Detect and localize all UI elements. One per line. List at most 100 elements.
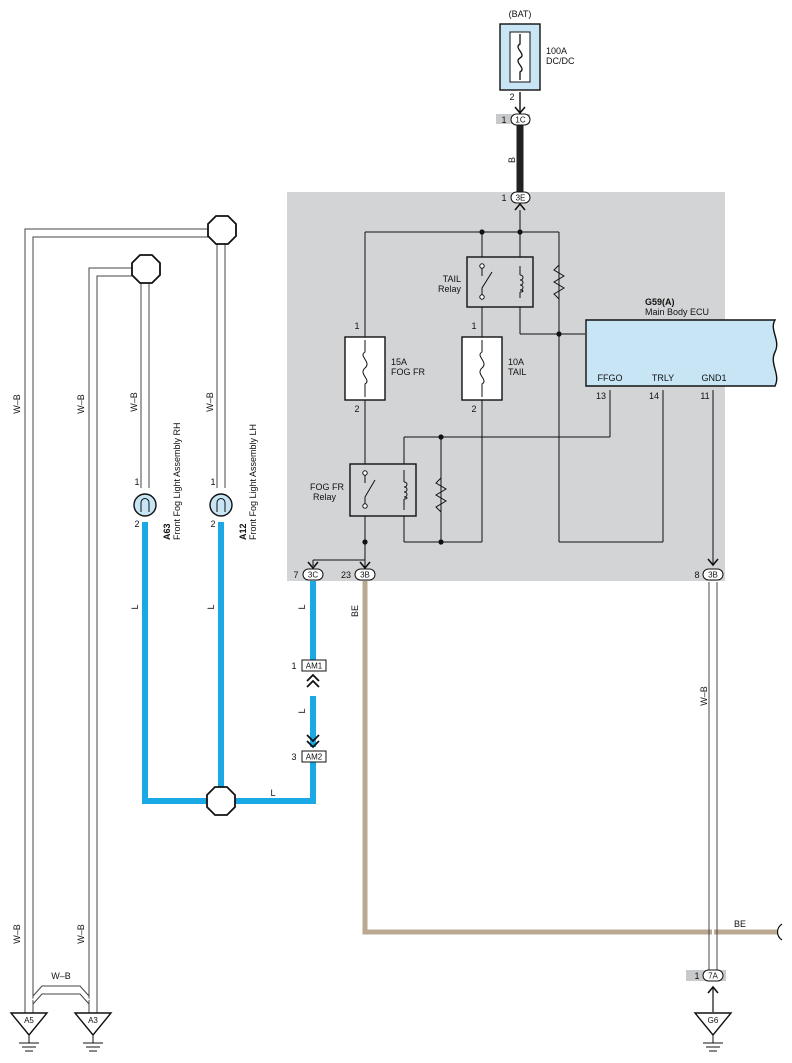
fuse-element-icon [517,34,523,80]
lamp-filament-icon [140,498,150,512]
fog-lamp-rh: 1 2 A63 Front Fog Light Assembly RH [133,422,182,540]
connector-pin: 8 [694,570,699,580]
lamp-code: A12 [238,523,248,540]
connector-id: 3B [708,571,718,580]
main-body-ecu: G59(A) Main Body ECU FFGO TRLY GND1 13 1… [585,297,778,401]
wire-be [362,581,778,935]
pin-number: 2 [509,92,514,102]
wire-color-label: L [297,604,307,609]
pin-number: 1 [471,321,476,331]
ground-a5: A5 [9,1012,49,1052]
pin-number: 1 [134,477,139,487]
connector-3e: 3E 1 [501,191,531,211]
pin-number: 2 [210,519,215,529]
fuse-rating: 10A [508,357,524,367]
fuse-element-icon [479,340,485,397]
connector-pin: 7 [293,570,298,580]
resistor-icon [435,477,447,513]
wire-color-label: L [270,788,275,798]
ecu-pin-name: TRLY [652,373,674,383]
relay-label-line2: Relay [313,492,337,502]
connector-pin: 1 [501,115,506,125]
battery-fuse: (BAT) 100A DC/DC 2 [499,9,575,102]
connector-id: 3B [360,571,370,580]
ecu-pin-number: 14 [649,391,659,401]
connector-3b-be: 3B 23 [341,568,376,581]
wire-color-label: W–B [205,392,215,412]
lamp-name: Front Fog Light Assembly RH [172,422,182,540]
ecu-pin-name: FFGO [598,373,623,383]
connector-am1: AM1 1 [291,659,327,688]
junction-internal-wiring [312,210,714,567]
battery-fuse-name: DC/DC [546,56,575,66]
connector-id: AM1 [306,662,323,671]
relay-coil-icon [403,481,408,500]
relay-label-line2: Relay [438,284,462,294]
splice-points [131,215,237,816]
ecu-pin-number: 11 [700,391,709,401]
connector-id: AM2 [306,753,323,762]
connector-7a: 7A 1 [686,969,726,1012]
wire-color-label: W–B [699,686,709,706]
wire-color-label: L [130,604,140,609]
resistor-icon [553,264,565,300]
lamp-filament-icon [216,498,226,512]
connector-pin: 23 [341,570,351,580]
connector-pin: 1 [694,971,699,981]
wire-color-label: W–B [51,971,71,981]
tail-relay: TAIL Relay [438,256,534,308]
pin-number: 2 [134,519,139,529]
wire-color-label: BE [734,919,746,929]
junction-dots [362,229,562,545]
pin-number: 2 [354,404,359,414]
battery-label: (BAT) [509,9,532,19]
pin-number: 1 [210,477,215,487]
battery-fuse-rating: 100A [546,46,567,56]
wire-color-label: L [206,604,216,609]
ecu-name: Main Body ECU [645,307,709,317]
fuse-element-icon [362,340,368,397]
connector-1c: 1C 1 [496,106,531,126]
ground-icon [9,1012,49,1037]
tail-fuse: 10A TAIL 1 2 [461,321,526,414]
connector-pin: 1 [291,661,296,671]
ground-label: A5 [24,1016,34,1025]
ecu-code: G59(A) [645,297,675,307]
relay-coil-icon [519,274,524,293]
fuse-name: TAIL [508,367,526,377]
ecu-pin-number: 13 [596,391,606,401]
relay-label-line1: TAIL [443,274,461,284]
connector-3b-gnd: 3B 8 [694,568,724,581]
lamp-code: A63 [162,523,172,540]
connector-pin: 3 [291,752,296,762]
ground-icon [73,1012,113,1037]
wire-color-label: W–B [12,394,22,414]
ground-a3: A3 [73,1012,113,1052]
pin-number: 2 [471,404,476,414]
fuse-rating: 15A [391,357,407,367]
fog-relay: FOG FR Relay [310,463,417,517]
wire-w-b-core [28,232,714,1013]
connector-id: 3E [516,194,526,203]
wire-color-label: B [507,157,517,163]
ecu-pin-name: GND1 [701,373,726,383]
splice-icon [131,254,161,284]
lamp-name: Front Fog Light Assembly LH [248,424,258,540]
ground-label: G6 [708,1016,719,1025]
connector-id: 7A [708,972,718,981]
ground-icon [693,1012,733,1037]
connector-3c: 3C 7 [293,568,324,581]
fog-lamp-lh: 1 2 A12 Front Fog Light Assembly LH [209,424,258,540]
splice-icon [206,786,236,816]
wire-color-label: BE [350,605,360,617]
wire-color-label: W–B [129,392,139,412]
relay-label-line1: FOG FR [310,482,344,492]
fog-fuse: 15A FOG FR 1 2 [344,321,425,414]
connector-id: 1C [515,116,525,125]
wire-l [142,522,316,804]
pin-number: 1 [354,321,359,331]
fuse-name: FOG FR [391,367,425,377]
wire-color-label: W–B [12,924,22,944]
ground-label: A3 [88,1016,98,1025]
wire-color-label: W–B [76,924,86,944]
